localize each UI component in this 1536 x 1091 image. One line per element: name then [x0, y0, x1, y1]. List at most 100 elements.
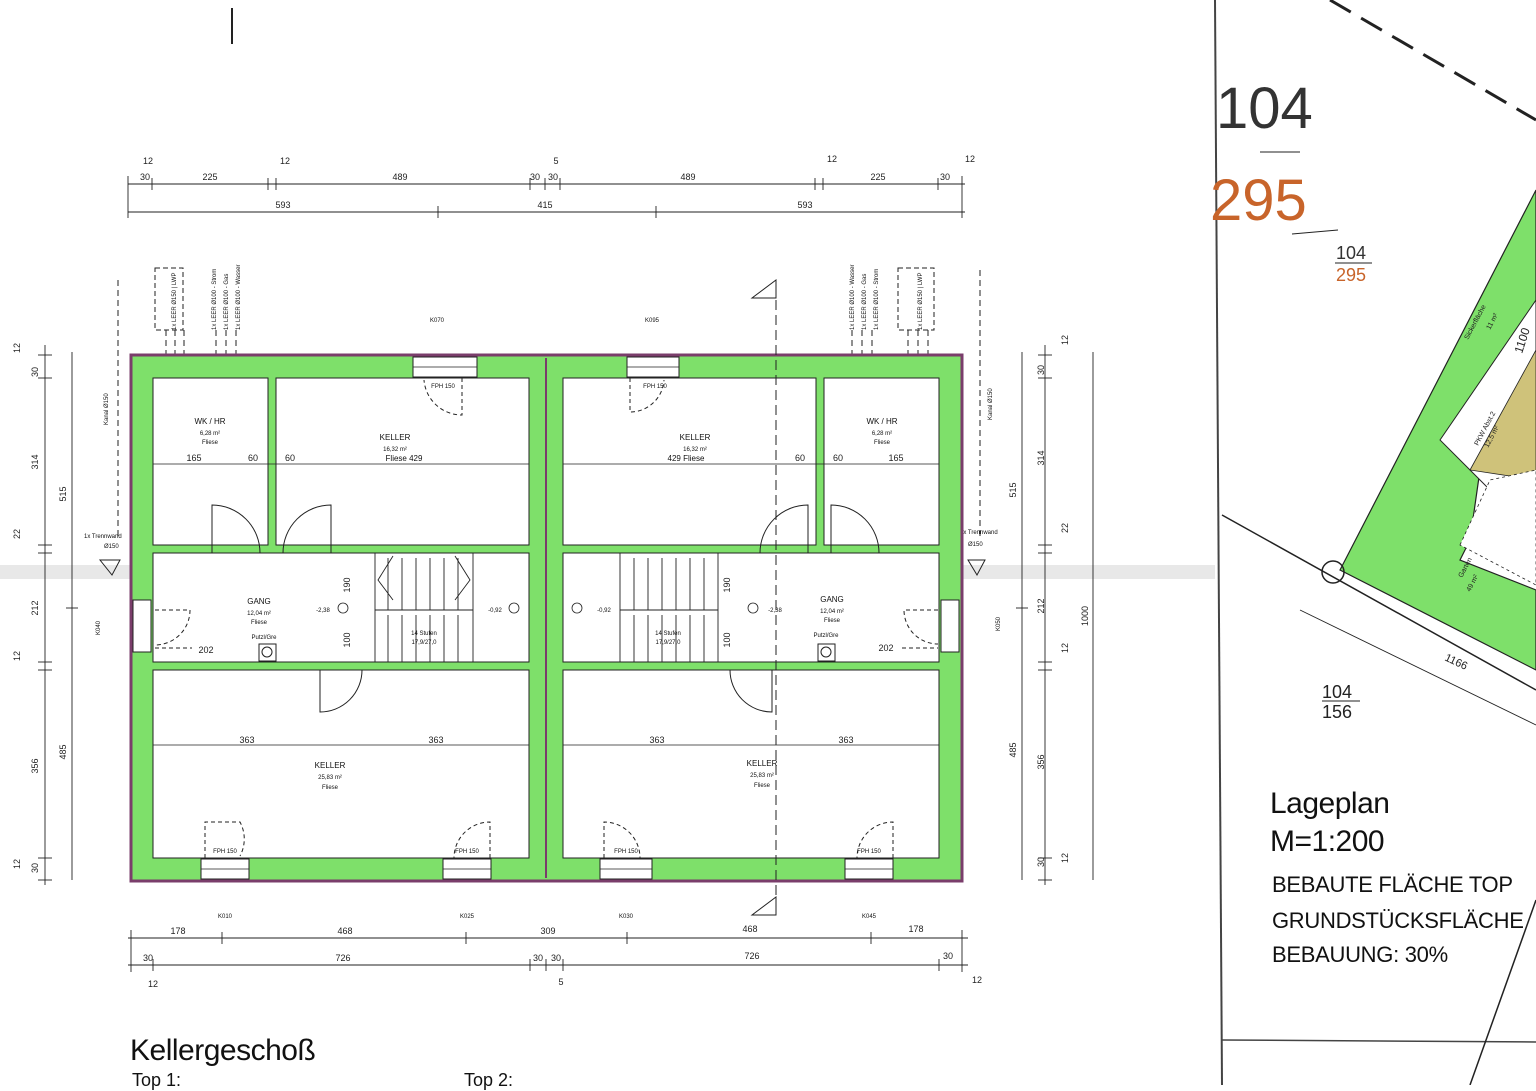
parcel-bottom-number: 104	[1322, 682, 1352, 702]
dim-right-5: 212	[1036, 598, 1046, 613]
dim-top-4: 12	[280, 156, 290, 166]
dim-left-515: 515	[58, 486, 68, 501]
dim-right-9: 12	[1060, 853, 1070, 863]
dim-bottom-1: 178	[170, 926, 185, 936]
parcel-bottom-sub: 156	[1322, 702, 1352, 722]
room-keller-bottom-right-floor: Fliese	[754, 783, 771, 789]
dim-top-9: 489	[680, 172, 695, 182]
site-stat-plot-area: GRUNDSTÜCKSFLÄCHE	[1272, 908, 1524, 933]
dim-top-12: 30	[940, 172, 950, 182]
room-wk-right-floor: Fliese	[874, 440, 891, 446]
window-label-1: FPH 150	[431, 384, 455, 390]
dim-bottom-8: 30	[533, 953, 543, 963]
dim-bottom-3: 309	[540, 926, 555, 936]
dim-top-11: 225	[870, 172, 885, 182]
dim-left-5: 212	[30, 600, 40, 615]
dim-left-7: 356	[30, 758, 40, 773]
dim-bottom-7: 726	[335, 953, 350, 963]
dim-left-9: 12	[12, 859, 22, 869]
room-gang-right-floor: Fliese	[824, 618, 841, 624]
dim-top-593-left: 593	[275, 200, 290, 210]
dim-inner-15: 100	[722, 632, 732, 647]
dim-left-485: 485	[58, 744, 68, 759]
dim-bottom-13: 5	[558, 977, 563, 987]
dim-bottom-5: 178	[908, 924, 923, 934]
room-wk-right: WK / HR	[866, 417, 897, 426]
window-code-5: K030	[619, 914, 634, 920]
dim-top-10: 12	[827, 154, 837, 164]
dim-top-415: 415	[537, 200, 552, 210]
room-gang-left: GANG	[247, 597, 271, 606]
site-plan-title-block: Lageplan M=1:200	[1270, 785, 1390, 861]
room-keller-top-right-floor: 429 Fliese	[668, 454, 705, 463]
room-keller-bottom-left: KELLER	[315, 761, 346, 770]
dim-inner-9: 165	[888, 453, 903, 463]
level-1: -2,38	[316, 608, 330, 614]
plan-title: Kellergeschoß	[130, 1034, 316, 1067]
stairs-left	[374, 552, 474, 663]
dim-left-6: 12	[12, 651, 22, 661]
window-label-3: FPH 150	[213, 849, 237, 855]
site-stat-coverage: BEBAUUNG: 30%	[1272, 942, 1448, 967]
dim-left-8: 30	[30, 863, 40, 873]
utility-right-3: 1x LEER Ø100 - Strom	[874, 269, 880, 330]
level-4: -2,38	[768, 608, 782, 614]
dim-inner-16: 190	[722, 577, 732, 592]
window-code-8: K050	[996, 616, 1002, 631]
site-plan-scale: M=1:200	[1270, 825, 1385, 858]
room-wk-left-floor: Fliese	[202, 440, 219, 446]
window-code-3: K010	[218, 914, 233, 920]
trennwand-left-size: Ø150	[104, 544, 119, 550]
dim-top-2: 30	[140, 172, 150, 182]
dim-top-3: 225	[202, 172, 217, 182]
parcel-small-number: 104	[1336, 243, 1366, 263]
site-plan-title: Lageplan	[1270, 787, 1390, 820]
dim-right-2: 30	[1036, 365, 1046, 375]
dim-top-7: 5	[553, 156, 558, 166]
parcel-small-sub: 295	[1336, 265, 1366, 285]
level-3: -0,92	[597, 608, 611, 614]
utility-right-4: 1x LEER Ø150 | LWP	[918, 273, 924, 330]
window-code-1: K070	[430, 318, 445, 324]
window-label-2: FPH 150	[643, 384, 667, 390]
trennwand-right: 1x Trennwand	[960, 530, 998, 536]
dim-top-8: 30	[548, 172, 558, 182]
dim-inner-14: 100	[342, 632, 352, 647]
window-code-7: K040	[96, 620, 102, 635]
dim-right-1000: 1000	[1080, 606, 1090, 626]
dim-left-2: 30	[30, 367, 40, 377]
dim-right-6: 12	[1060, 643, 1070, 653]
dim-bottom-14: 12	[972, 975, 982, 985]
dim-inner-5: 363	[239, 735, 254, 745]
stairs-right	[619, 552, 719, 663]
dim-top-6: 30	[530, 172, 540, 182]
trennwand-right-size: Ø150	[968, 542, 983, 548]
utility-left-3: 1x LEER Ø100 - Gas	[224, 274, 230, 330]
room-keller-bottom-left-area: 25,83 m²	[318, 775, 342, 781]
room-keller-bottom-right-area: 25,83 m²	[750, 773, 774, 779]
dim-bottom-9: 30	[551, 953, 561, 963]
site-plan	[1221, 0, 1536, 1086]
stairs-left-sub: 17,9/27,0	[411, 640, 437, 646]
kanal-right: Kanal Ø150	[988, 388, 994, 420]
dim-inner-6: 363	[428, 735, 443, 745]
dim-bottom-10: 726	[744, 951, 759, 961]
window-label-6: FPH 150	[857, 849, 881, 855]
dim-inner-13: 190	[342, 577, 352, 592]
dim-right-1: 12	[1060, 335, 1070, 345]
top-2-label: Top 2:	[464, 1070, 514, 1090]
room-gang-right-area: 12,04 m²	[820, 609, 844, 615]
room-gang-left-area: 12,04 m²	[247, 611, 271, 617]
dim-right-485: 485	[1008, 742, 1018, 757]
dim-top-1: 12	[143, 156, 153, 166]
dim-bottom-4: 468	[742, 924, 757, 934]
room-keller-top-left-area: 16,32 m²	[383, 447, 407, 453]
site-stat-built-area: BEBAUTE FLÄCHE TOP	[1272, 872, 1513, 897]
room-keller-bottom-left-floor: Fliese	[322, 785, 339, 791]
dim-inner-7: 60	[795, 453, 805, 463]
window-code-6: K045	[862, 914, 877, 920]
room-keller-top-right-area: 16,32 m²	[683, 447, 707, 453]
dim-left-4: 22	[12, 529, 22, 539]
